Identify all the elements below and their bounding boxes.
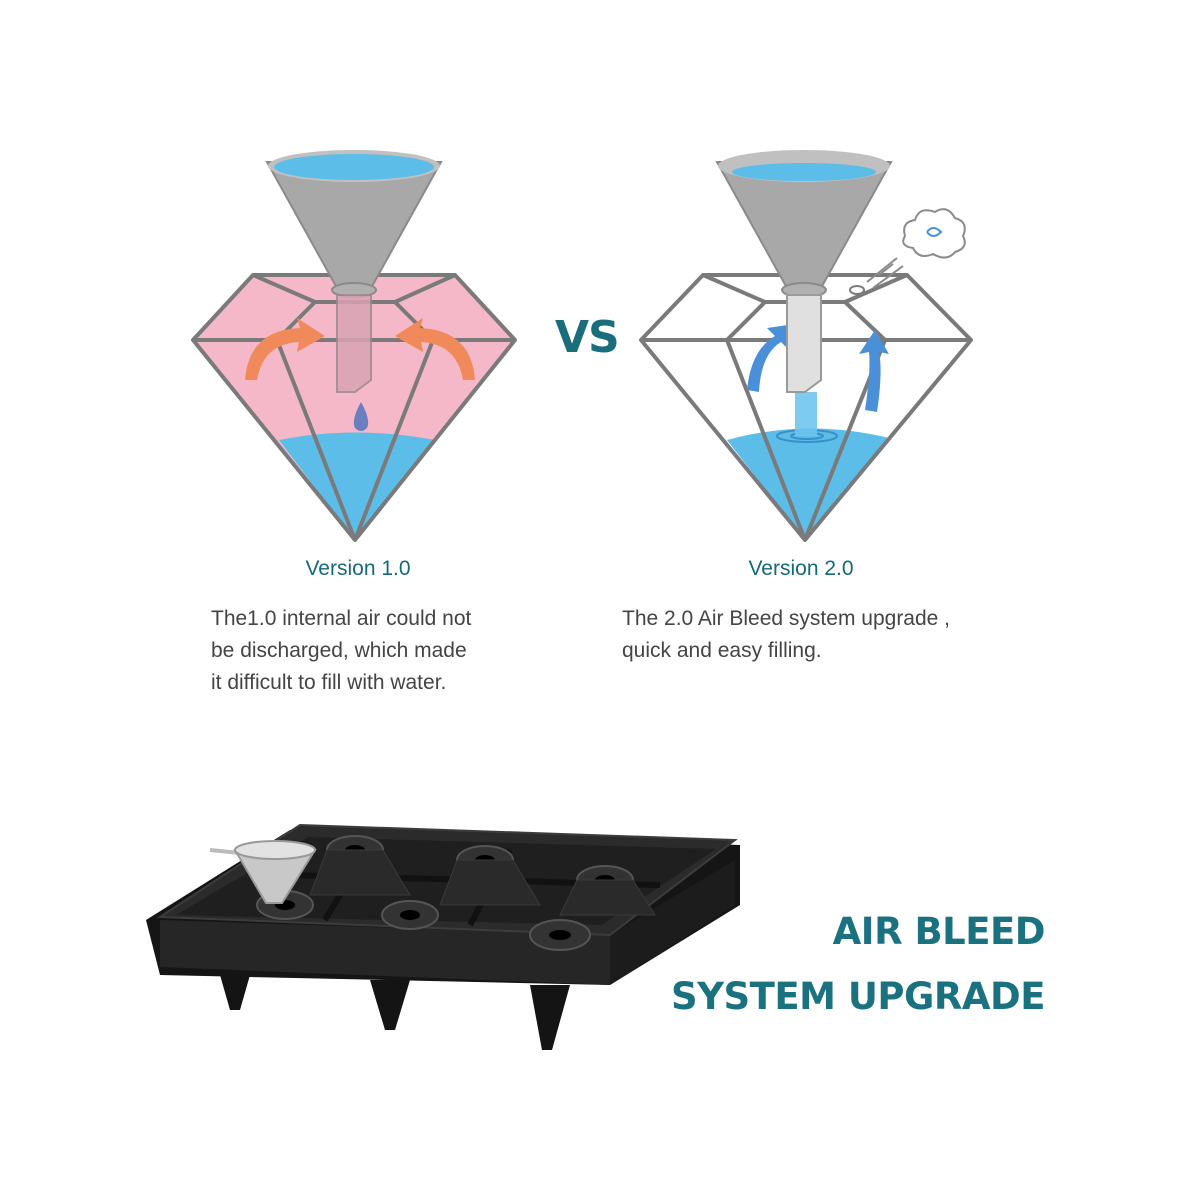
water-stream	[795, 392, 817, 436]
tagline-line1: AIR BLEED	[832, 910, 1046, 953]
water-v2	[727, 428, 889, 540]
vs-label: VS	[555, 312, 620, 363]
desc-line: it difficult to fill with water.	[211, 671, 447, 694]
version-1-description: The1.0 internal air could not be dischar…	[211, 603, 471, 699]
air-vent-hole	[849, 285, 865, 295]
water-v1	[279, 432, 435, 540]
mini-funnel	[209, 840, 317, 904]
funnel-v1	[265, 150, 443, 393]
version-2-description: The 2.0 Air Bleed system upgrade , quick…	[622, 603, 950, 667]
air-bleed-arrows	[747, 324, 889, 412]
version-1-label: Version 1.0	[305, 557, 411, 580]
desc-line: The1.0 internal air could not	[211, 607, 472, 630]
air-trapped-arrows	[245, 318, 475, 380]
ice-tray-image	[146, 823, 740, 1050]
tagline-line2: SYSTEM UPGRADE	[671, 975, 1045, 1018]
diamond-v2-illustration	[639, 150, 973, 542]
version-2-label: Version 2.0	[748, 557, 854, 580]
desc-line: be discharged, which made	[211, 639, 467, 662]
diamond-v1-illustration	[191, 150, 517, 542]
desc-line: The 2.0 Air Bleed system upgrade ,	[622, 607, 951, 630]
water-droplet	[353, 402, 369, 431]
air-puff-icon	[866, 208, 966, 289]
funnel-v2	[715, 150, 893, 393]
desc-line: quick and easy filling.	[622, 639, 822, 662]
